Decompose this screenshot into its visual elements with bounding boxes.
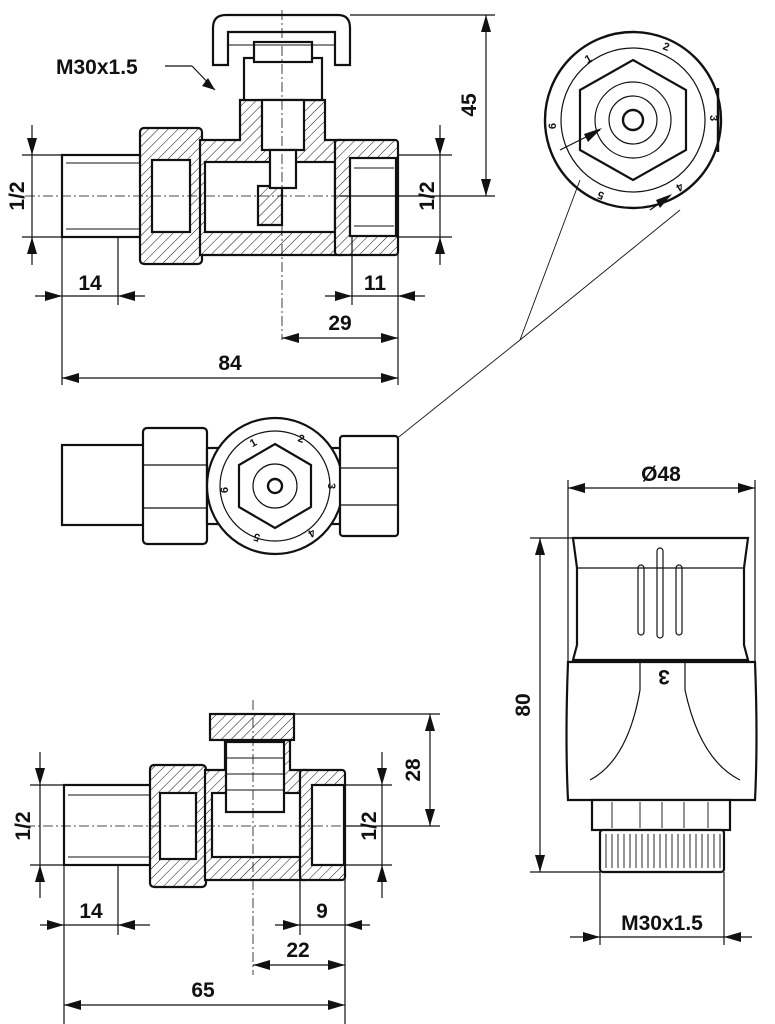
detail-hex-nut (578, 58, 688, 182)
lower-total-length-dim: 65 (191, 979, 215, 1002)
top-inlet-length-dim: 14 (78, 272, 102, 295)
plan-mark-6: 6 (219, 487, 231, 493)
detail-mark-2: 2 (661, 40, 671, 53)
top-outlet-length-dim: 11 (364, 272, 387, 295)
head-knurled-nut (598, 828, 726, 874)
plan-mark-1: 1 (248, 437, 259, 450)
plan-outlet-socket (338, 434, 400, 538)
head-knurling (605, 834, 721, 868)
lower-insert (224, 740, 286, 814)
detail-mark-4: 4 (673, 180, 685, 194)
lower-dimensions: 28 1/2 1/2 14 9 22 (12, 713, 440, 1024)
plan-mark-2: 2 (296, 432, 306, 445)
head-diameter-dim: Ø48 (641, 463, 681, 486)
plan-spindle (266, 477, 284, 495)
head-scale-mark: 3 (658, 665, 670, 688)
lower-offset-dim: 22 (286, 939, 309, 962)
head-height-dim: 80 (512, 693, 535, 716)
thermostatic-head: 3 (565, 536, 758, 874)
detail-mark-1: 1 (583, 53, 594, 66)
detail-view: 1 2 3 4 5 6 (342, 30, 723, 482)
head-body (565, 660, 758, 802)
top-outlet-size: 1/2 (416, 181, 439, 210)
lower-height-dim: 28 (402, 758, 425, 782)
top-thread-label: M30x1.5 (56, 56, 138, 79)
lower-inlet-length-dim: 14 (79, 900, 103, 923)
plan-hex-nut (237, 442, 313, 530)
plan-mark-3: 3 (325, 483, 337, 489)
top-bonnet (242, 56, 324, 102)
lower-cap (208, 712, 296, 742)
plan-union-nut (141, 426, 209, 546)
top-total-length-dim: 84 (218, 352, 242, 375)
head-thread-label: M30x1.5 (621, 912, 703, 935)
head-top-dome (571, 536, 750, 662)
top-protective-cap (211, 13, 352, 67)
top-dimensions: M30x1.5 45 1/2 1/2 14 (6, 14, 495, 385)
detail-mark-5: 5 (596, 188, 606, 201)
head-collar (590, 798, 732, 832)
detail-mark-3: 3 (707, 115, 719, 121)
lower-outlet-size: 1/2 (358, 811, 381, 840)
detail-spindle (621, 108, 645, 132)
detail-mark-6: 6 (547, 123, 559, 129)
top-inlet-size: 1/2 (6, 181, 29, 210)
plan-mark-5: 5 (252, 530, 262, 543)
lower-outlet-length-dim: 9 (316, 900, 328, 923)
plan-inlet-pipe (60, 443, 154, 527)
top-height-dim: 45 (458, 93, 481, 117)
lower-inlet-size: 1/2 (12, 811, 35, 840)
top-section-view (25, 10, 450, 340)
lower-section-view (25, 700, 395, 975)
detail-outer-ring (543, 30, 723, 210)
plan-view: 1 2 3 4 5 6 (60, 416, 400, 556)
top-offset-dim: 29 (328, 312, 351, 335)
head-dimensions: Ø48 80 M30x1.5 (512, 463, 756, 945)
